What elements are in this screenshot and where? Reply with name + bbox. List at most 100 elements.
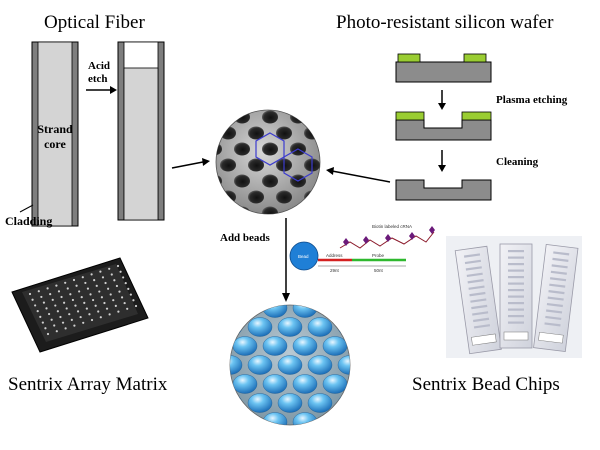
matrix-pin — [89, 293, 92, 296]
sem-wells — [164, 79, 390, 214]
bead — [203, 337, 227, 356]
matrix-pin — [46, 332, 50, 336]
bead — [307, 355, 333, 375]
bead — [308, 280, 332, 299]
bead — [188, 280, 212, 299]
wafer-to-sem-arrowhead — [326, 167, 334, 175]
chip-slot — [508, 250, 524, 253]
bead-chips-title: Sentrix Bead Chips — [412, 374, 560, 395]
matrix-pin — [75, 284, 78, 287]
sem-well — [304, 95, 320, 108]
matrix-pin — [34, 304, 37, 307]
bead — [262, 336, 288, 356]
chip-slot — [549, 277, 567, 282]
matrix-pin — [90, 318, 94, 322]
sem-well — [332, 127, 348, 140]
sem-well — [318, 142, 320, 156]
bead — [308, 432, 332, 450]
bead — [292, 336, 318, 356]
bead — [338, 432, 362, 450]
matrix-pin — [120, 296, 124, 299]
sem-well — [374, 79, 390, 92]
optical-fiber-title: Optical Fiber — [44, 12, 145, 33]
bead — [413, 413, 437, 432]
sem-well — [216, 206, 222, 214]
chip-slot — [508, 315, 524, 318]
wafer-step-1 — [395, 53, 492, 83]
chip-slot — [471, 304, 488, 310]
matrix-pin — [28, 292, 32, 296]
sem-well — [304, 126, 320, 140]
matrix-pin — [126, 307, 129, 310]
bead-schematic-probe-length: 50nt — [374, 268, 384, 273]
hexagon-outlines — [255, 132, 313, 182]
bead — [368, 356, 392, 375]
photoresist-etched-right — [461, 111, 492, 121]
sem-well — [164, 191, 180, 204]
bead-schematic-crna-label: Biotin labeled cRNA — [372, 224, 412, 229]
photoresist-etched-left — [395, 111, 425, 121]
chip-slot — [508, 321, 524, 324]
chip-slot — [546, 309, 563, 314]
sem-well — [216, 110, 222, 124]
array-matrix-title: Sentrix Array Matrix — [8, 374, 168, 395]
matrix-pin — [113, 279, 116, 282]
sem-well — [220, 95, 236, 108]
sem-well — [374, 111, 390, 124]
bead — [248, 432, 272, 450]
chip-slot — [545, 315, 562, 321]
sem-well — [234, 206, 250, 214]
matrix-pin — [118, 290, 121, 293]
matrix-pin — [129, 293, 132, 296]
bead — [203, 413, 227, 432]
bead — [322, 412, 348, 425]
sem-well — [290, 79, 306, 92]
crna-strand — [339, 231, 435, 249]
bead — [203, 375, 227, 394]
bead — [188, 432, 212, 450]
matrix-pin — [98, 290, 101, 293]
matrix-pin — [93, 279, 96, 282]
sem-well — [192, 191, 208, 204]
wafer-step-2 — [395, 111, 492, 141]
bead-schematic-probe-label: Probe — [372, 253, 385, 258]
bead — [247, 317, 273, 337]
matrix-pin — [73, 324, 76, 327]
matrix-pin — [65, 307, 68, 310]
sem-well — [192, 127, 208, 140]
matrix-pin — [55, 330, 58, 333]
matrix-pins — [28, 264, 138, 336]
matrix-pin — [76, 310, 80, 313]
bead — [353, 299, 377, 318]
bead — [247, 393, 273, 413]
matrix-pin — [46, 287, 49, 290]
bead — [232, 336, 258, 356]
sem-well — [346, 143, 362, 156]
bead — [338, 280, 362, 299]
sem-well — [318, 206, 320, 214]
sem-well — [262, 142, 278, 156]
bead — [337, 355, 350, 375]
bead — [278, 432, 302, 450]
wafer-to-sem-arrow — [331, 170, 391, 183]
sem-well — [318, 79, 334, 92]
bead — [322, 336, 348, 356]
bead — [383, 413, 407, 432]
cladding-label: Cladding — [5, 214, 53, 228]
bead — [173, 413, 197, 432]
biotin-marks — [343, 226, 435, 246]
sem-well — [178, 143, 194, 156]
chip-slot — [467, 279, 484, 284]
sem-well — [276, 126, 292, 140]
sem-well — [290, 110, 306, 124]
chip-slot — [469, 291, 486, 297]
sem-well — [374, 143, 390, 156]
chip-slot — [508, 302, 524, 305]
matrix-pin — [63, 301, 66, 304]
matrix-pin — [81, 276, 84, 279]
sem-well — [234, 174, 250, 188]
sem-well — [360, 95, 376, 108]
matrix-pin — [104, 281, 107, 285]
sem-well — [206, 79, 222, 92]
sem-well — [318, 174, 320, 188]
